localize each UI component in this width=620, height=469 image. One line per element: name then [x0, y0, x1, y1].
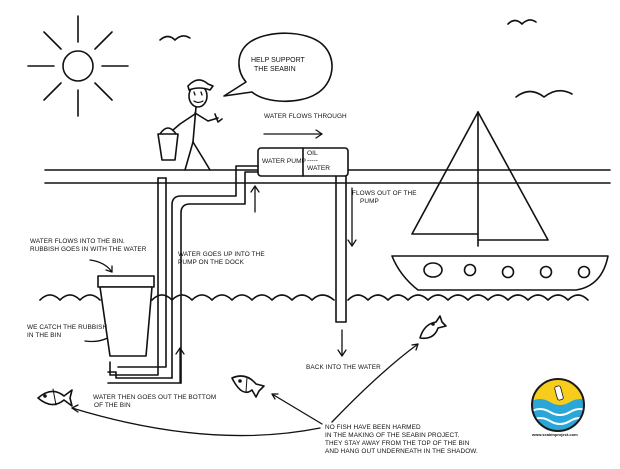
label-water-flows-through: WATER FLOWS THROUGH [264, 113, 347, 120]
label-water-goes-up: WATER GOES UP INTO THE PUMP ON THE DOCK [178, 251, 265, 266]
pump-dashes: ----- [307, 157, 318, 164]
logo-url: www.seabinproject.com [532, 432, 578, 437]
pump-water-label: WATER [307, 165, 331, 172]
label-water-goes-out-bottom: WATER THEN GOES OUT THE BOTTOM OF THE BI… [93, 394, 217, 409]
seabin-logo [531, 378, 585, 432]
label-back-into-water: BACK INTO THE WATER [306, 364, 381, 371]
fish-icon [37, 388, 73, 407]
pump-oil-label: OIL [307, 150, 318, 157]
sailboat [391, 111, 609, 291]
speech-bubble-text: HELP SUPPORT THE SEABIN [251, 57, 305, 73]
flow-arrows [71, 129, 419, 437]
pump-label: WATER PUMP [262, 158, 306, 165]
label-no-fish-harmed: NO FISH HAVE BEEN HARMED IN THE MAKING O… [325, 424, 478, 455]
outlet-pipe [335, 175, 347, 323]
sun-icon [27, 15, 129, 117]
bird-icon [159, 19, 573, 98]
label-we-catch-rubbish: WE CATCH THE RUBBISH IN THE BIN [27, 324, 108, 339]
person-figure [157, 79, 223, 171]
inlet-pipe [107, 165, 259, 384]
fish-icon [231, 375, 265, 398]
label-water-flows-into-bin: WATER FLOWS INTO THE BIN. RUBBISH GOES I… [30, 238, 147, 253]
water-surface [39, 294, 589, 301]
speech-bubble-shape [223, 32, 333, 103]
fish-icon [419, 315, 447, 340]
label-flows-out-of-pump: FLOWS OUT OF THE PUMP [352, 190, 417, 205]
seabin-bin [97, 275, 155, 357]
